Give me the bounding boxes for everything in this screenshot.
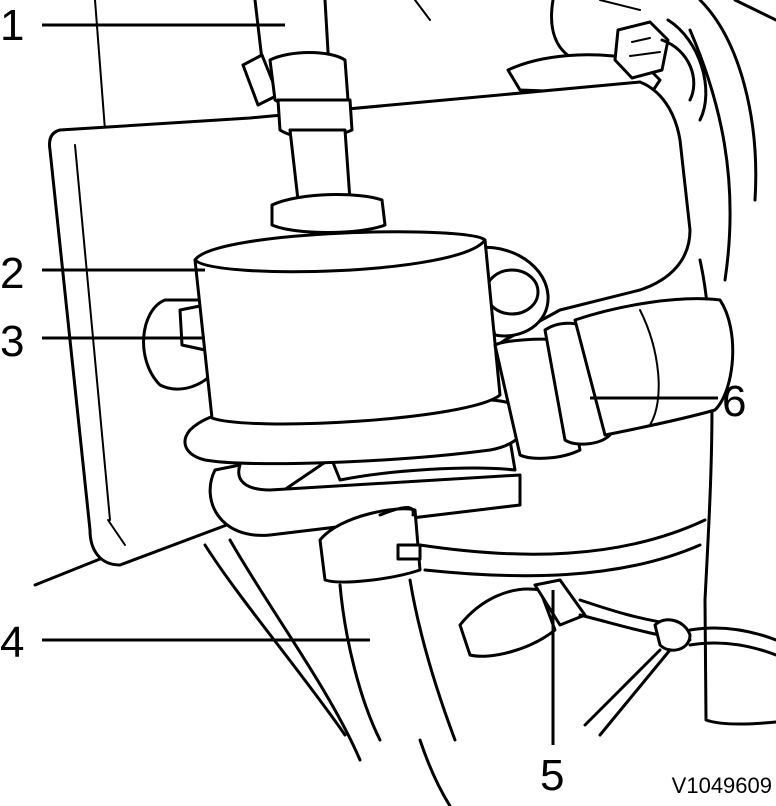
callout-2: 2 xyxy=(0,249,24,298)
lower-hose xyxy=(418,518,707,578)
callout-1: 1 xyxy=(0,1,24,50)
figure-id: V1049609 xyxy=(672,773,772,798)
pipe-clip xyxy=(318,506,422,584)
fuel-pressure-regulator xyxy=(183,230,530,466)
sensor-connector xyxy=(458,578,776,737)
vacuum-hose xyxy=(241,51,387,234)
callout-6: 6 xyxy=(722,377,746,426)
callout-4: 4 xyxy=(0,618,24,667)
callout-5: 5 xyxy=(540,751,564,800)
fuel-supply-pipe xyxy=(338,578,457,742)
leader-lines xyxy=(42,23,718,745)
callout-3: 3 xyxy=(0,317,24,366)
return-hose xyxy=(493,297,735,460)
background-structure xyxy=(33,0,776,806)
